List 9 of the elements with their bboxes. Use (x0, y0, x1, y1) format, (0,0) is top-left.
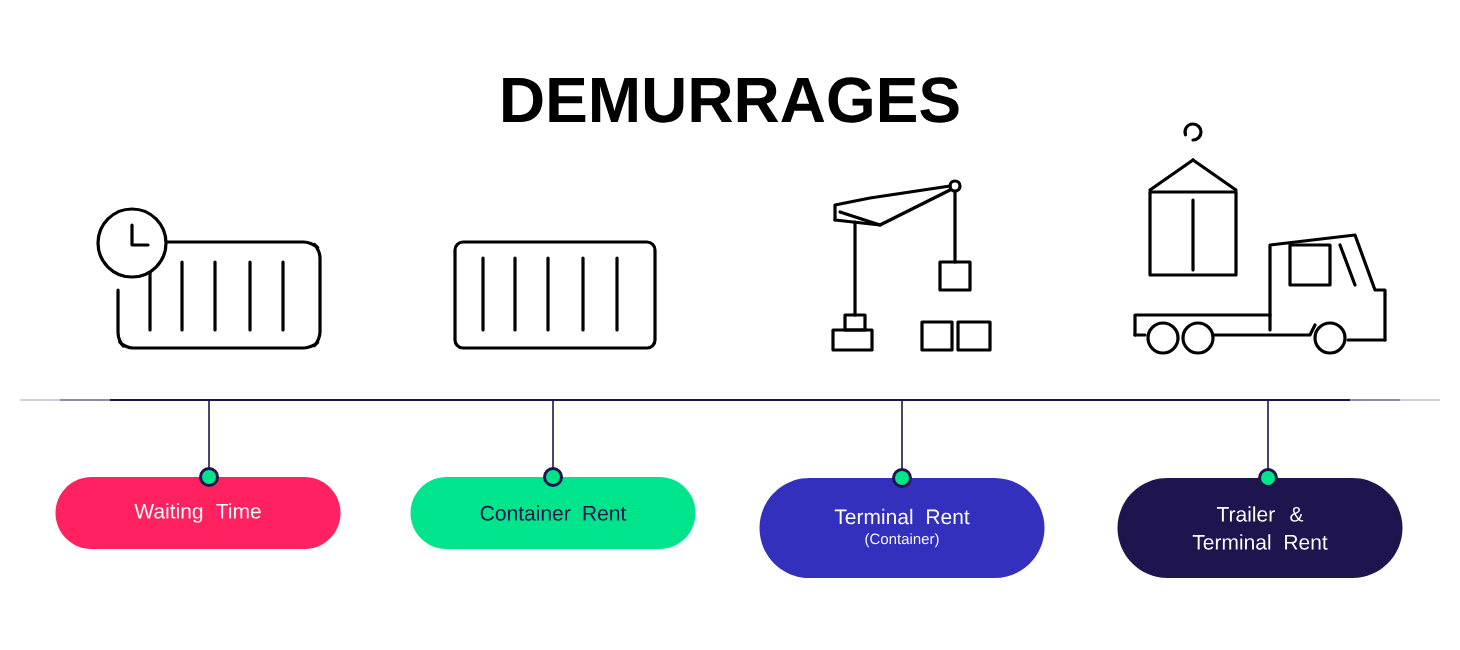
connector (1258, 399, 1278, 488)
title: DEMURRAGES (503, 77, 959, 123)
connector (892, 399, 912, 488)
label-pill: Trailer & Terminal Rent (1117, 478, 1403, 578)
connector (543, 399, 563, 487)
label-pill: Terminal Rent (Container) (759, 478, 1045, 578)
label-pill: Waiting Time (55, 477, 341, 549)
connector (199, 399, 219, 487)
label-pill: Container Rent (410, 477, 696, 549)
